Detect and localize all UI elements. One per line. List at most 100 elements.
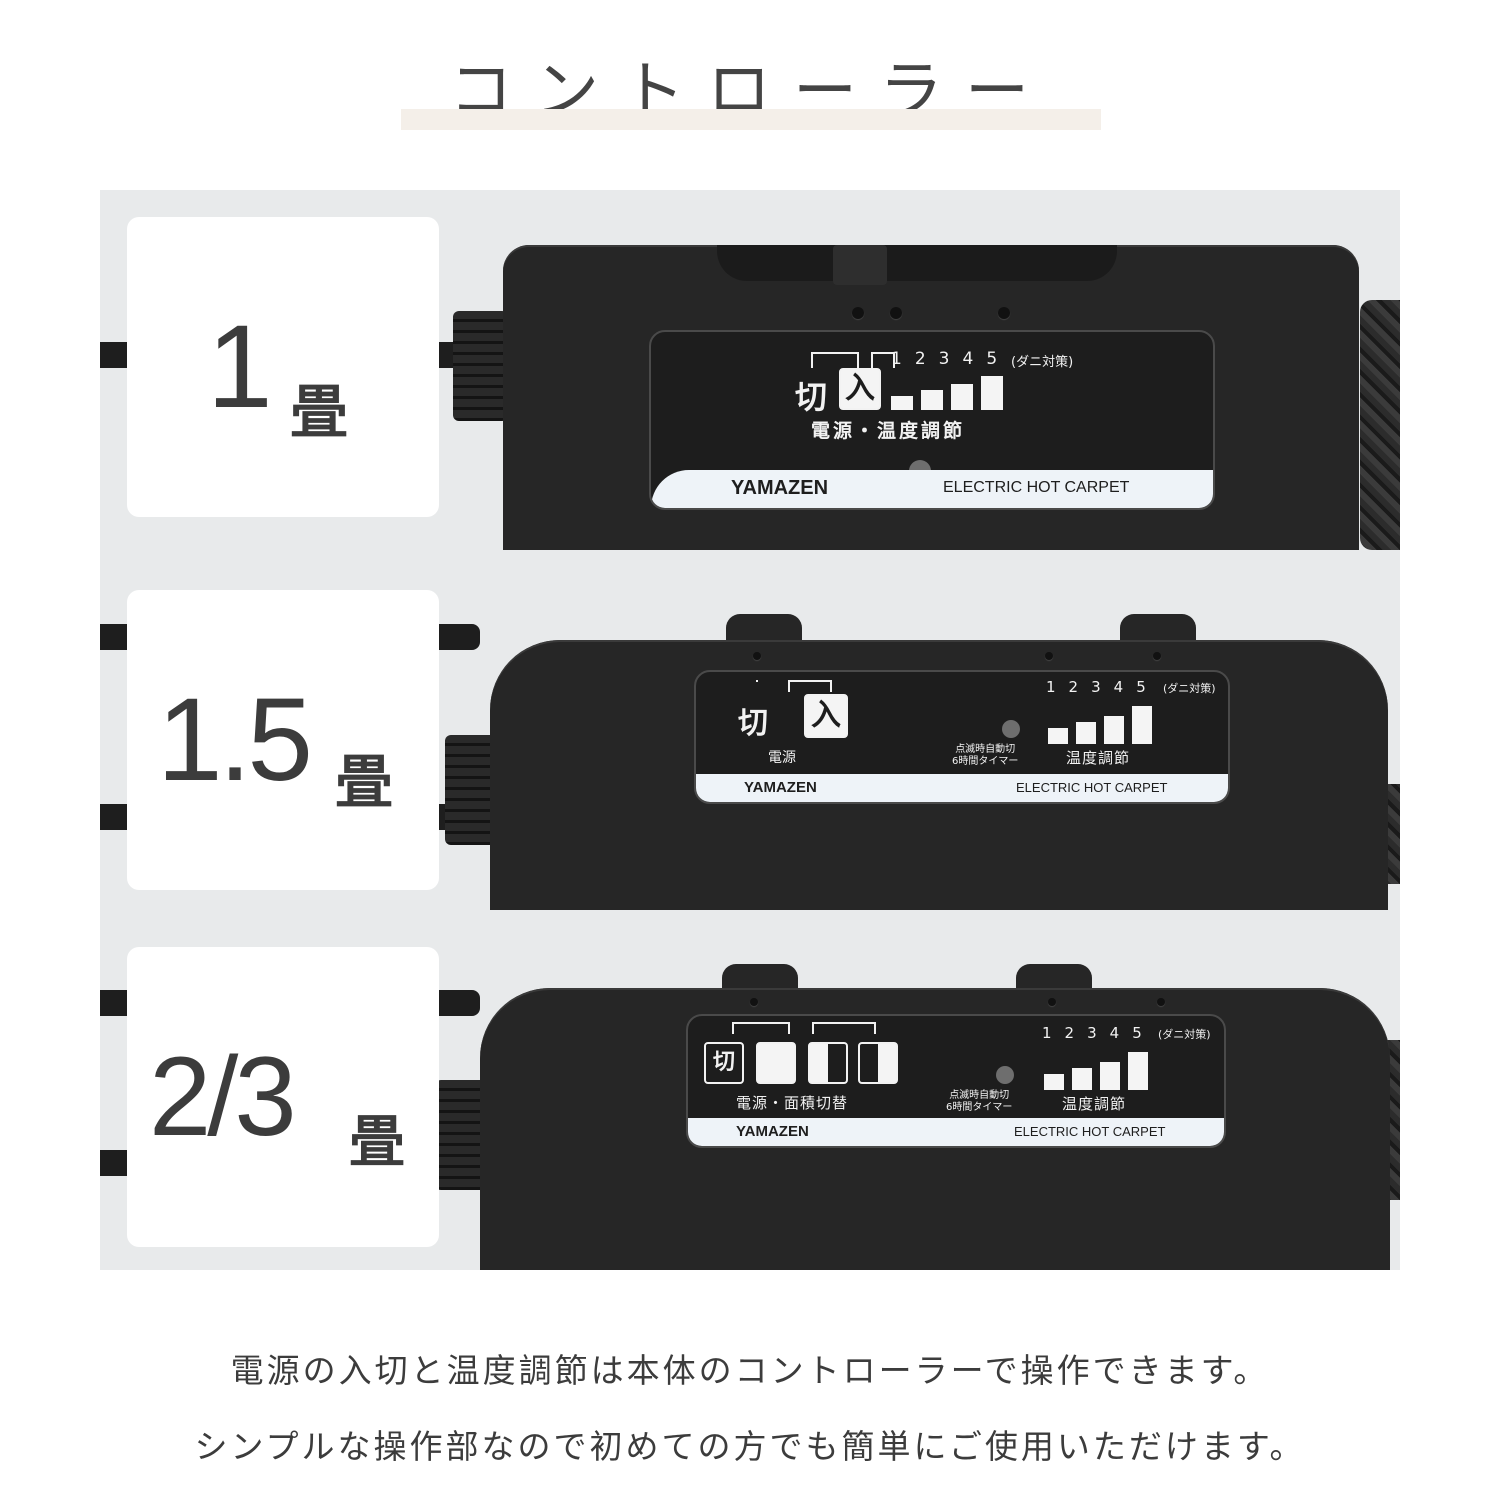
- level-5: 5: [986, 349, 1011, 369]
- level-bar: [951, 384, 973, 410]
- power-off-label: 切: [795, 378, 828, 416]
- indicator-dot: [890, 307, 902, 319]
- indicator-dot: [753, 652, 761, 660]
- level-2: 2: [914, 349, 939, 369]
- temperature-level-bars: [891, 376, 1011, 410]
- controller-body: 切 入 電源 点滅時自動切 6時間タイマー 12345 (ダニ対策): [490, 640, 1388, 910]
- indicator-dot: [852, 307, 864, 319]
- level-5: 5: [1136, 678, 1159, 696]
- control-face: 切 入 12345 (ダニ対策) 電源・温度調節 YAMAZEN ELECTRI…: [649, 330, 1215, 510]
- level-bar: [1072, 1068, 1092, 1090]
- temperature-level-bars: [1048, 706, 1158, 744]
- switch-bracket: [812, 1022, 876, 1034]
- indicator-dot: [1153, 652, 1161, 660]
- level-bar: [891, 396, 913, 410]
- description-line-1: 電源の入切と温度調節は本体のコントローラーで操作できます。: [230, 1351, 1270, 1390]
- level-4: 4: [962, 349, 987, 369]
- cable-connector: [453, 311, 508, 421]
- panel-2-3-tatami: 切 電源・面積切替 点滅時自動切 6時間タイマー 12345 (ダニ対策): [100, 910, 1400, 1270]
- controller-body: 切 電源・面積切替 点滅時自動切 6時間タイマー 12345 (ダニ対策): [480, 988, 1390, 1270]
- timer-led: [996, 1066, 1014, 1084]
- temp-label: 温度調節: [1062, 1095, 1127, 1113]
- controller-photo: 切 入 12345 (ダニ対策) 電源・温度調節 YAMAZEN ELECTRI…: [100, 190, 1400, 1270]
- control-face: 切 入 電源 点滅時自動切 6時間タイマー 12345 (ダニ対策): [694, 670, 1230, 804]
- indicator-dot: [1048, 998, 1056, 1006]
- mite-label: (ダニ対策): [1163, 682, 1216, 695]
- level-1: 1: [1042, 1024, 1065, 1042]
- power-off-label: 切: [738, 706, 768, 741]
- level-bar: [981, 376, 1003, 410]
- carpet-fabric: [1360, 300, 1400, 550]
- switch-bracket: [788, 680, 832, 692]
- area-half-button[interactable]: [808, 1042, 848, 1084]
- timer-label: 点滅時自動切 6時間タイマー: [952, 744, 1018, 768]
- power-label: 電源: [768, 750, 796, 766]
- level-bar: [1044, 1074, 1064, 1090]
- size-unit: 畳: [335, 748, 394, 816]
- size-card: 1.5 畳: [127, 590, 439, 890]
- level-bar: [1076, 722, 1096, 744]
- mite-label: (ダニ対策): [1158, 1028, 1211, 1041]
- brand-stripe: YAMAZEN ELECTRIC HOT CARPET: [651, 470, 1213, 508]
- brand-logo: YAMAZEN: [736, 1123, 809, 1140]
- brand-stripe: YAMAZEN ELECTRIC HOT CARPET: [696, 774, 1228, 802]
- brand-logo: YAMAZEN: [744, 779, 817, 796]
- size-unit: 畳: [349, 1110, 405, 1175]
- level-bar: [921, 390, 943, 410]
- area-full-button[interactable]: [756, 1042, 796, 1084]
- switch-slot: [717, 245, 1117, 281]
- panel-1-5-tatami: 切 入 電源 点滅時自動切 6時間タイマー 12345 (ダニ対策): [100, 550, 1400, 910]
- mite-label: (ダニ対策): [1011, 355, 1074, 370]
- indicator-dot: [998, 307, 1010, 319]
- level-bar: [1100, 1062, 1120, 1090]
- level-numbers: 12345: [891, 349, 1010, 369]
- power-off-label: 切: [704, 1042, 744, 1084]
- power-switch[interactable]: [833, 245, 887, 285]
- control-face: 切 電源・面積切替 点滅時自動切 6時間タイマー 12345 (ダニ対策): [686, 1014, 1226, 1148]
- level-3: 3: [1091, 678, 1114, 696]
- product-name: ELECTRIC HOT CARPET: [1016, 780, 1168, 795]
- level-bar: [1128, 1052, 1148, 1090]
- size-unit: 畳: [290, 378, 349, 446]
- size-card: 2/3 畳: [127, 947, 439, 1247]
- timer-label-line2: 6時間タイマー: [952, 756, 1019, 767]
- area-half-button[interactable]: [858, 1042, 898, 1084]
- level-1: 1: [891, 349, 915, 369]
- product-name: ELECTRIC HOT CARPET: [943, 479, 1130, 496]
- level-numbers: 12345: [1042, 1024, 1155, 1042]
- description-line-2: シンプルな操作部なので初めての方でも簡単にご使用いただけます。: [194, 1427, 1306, 1466]
- panel-1-tatami: 切 入 12345 (ダニ対策) 電源・温度調節 YAMAZEN ELECTRI…: [100, 190, 1400, 550]
- timer-label-line2: 6時間タイマー: [946, 1102, 1013, 1113]
- temp-label: 温度調節: [1066, 749, 1131, 767]
- temperature-level-bars: [1044, 1052, 1154, 1090]
- power-label: 電源・面積切替: [736, 1094, 849, 1112]
- switch-bracket: [756, 680, 758, 692]
- level-bar: [1048, 728, 1068, 744]
- switch-bracket: [811, 352, 859, 368]
- power-on-label: 入: [839, 368, 881, 410]
- size-number: 2/3: [149, 1034, 297, 1159]
- level-2: 2: [1068, 678, 1092, 696]
- level-bar: [1104, 716, 1124, 744]
- timer-label: 点滅時自動切 6時間タイマー: [946, 1090, 1012, 1114]
- size-number: 1: [207, 301, 273, 433]
- timer-label-line1: 点滅時自動切: [949, 1090, 1010, 1101]
- level-bar: [1132, 706, 1152, 744]
- timer-led: [1002, 720, 1020, 738]
- brand-logo: YAMAZEN: [731, 477, 829, 499]
- switch-bracket: [871, 352, 895, 368]
- product-name: ELECTRIC HOT CARPET: [1014, 1124, 1166, 1139]
- level-5: 5: [1132, 1024, 1155, 1042]
- title-underline: [401, 109, 1101, 130]
- section-label: 電源・温度調節: [811, 420, 966, 442]
- size-card: 1 畳: [127, 217, 439, 517]
- level-4: 4: [1113, 678, 1137, 696]
- level-numbers: 12345: [1046, 678, 1159, 696]
- level-1: 1: [1046, 678, 1069, 696]
- indicator-dot: [750, 998, 758, 1006]
- size-number: 1.5: [157, 674, 313, 806]
- indicator-dot: [1045, 652, 1053, 660]
- controller-body: 切 入 12345 (ダニ対策) 電源・温度調節 YAMAZEN ELECTRI…: [503, 245, 1359, 550]
- power-on-label: 入: [804, 694, 848, 738]
- brand-stripe: YAMAZEN ELECTRIC HOT CARPET: [688, 1118, 1224, 1146]
